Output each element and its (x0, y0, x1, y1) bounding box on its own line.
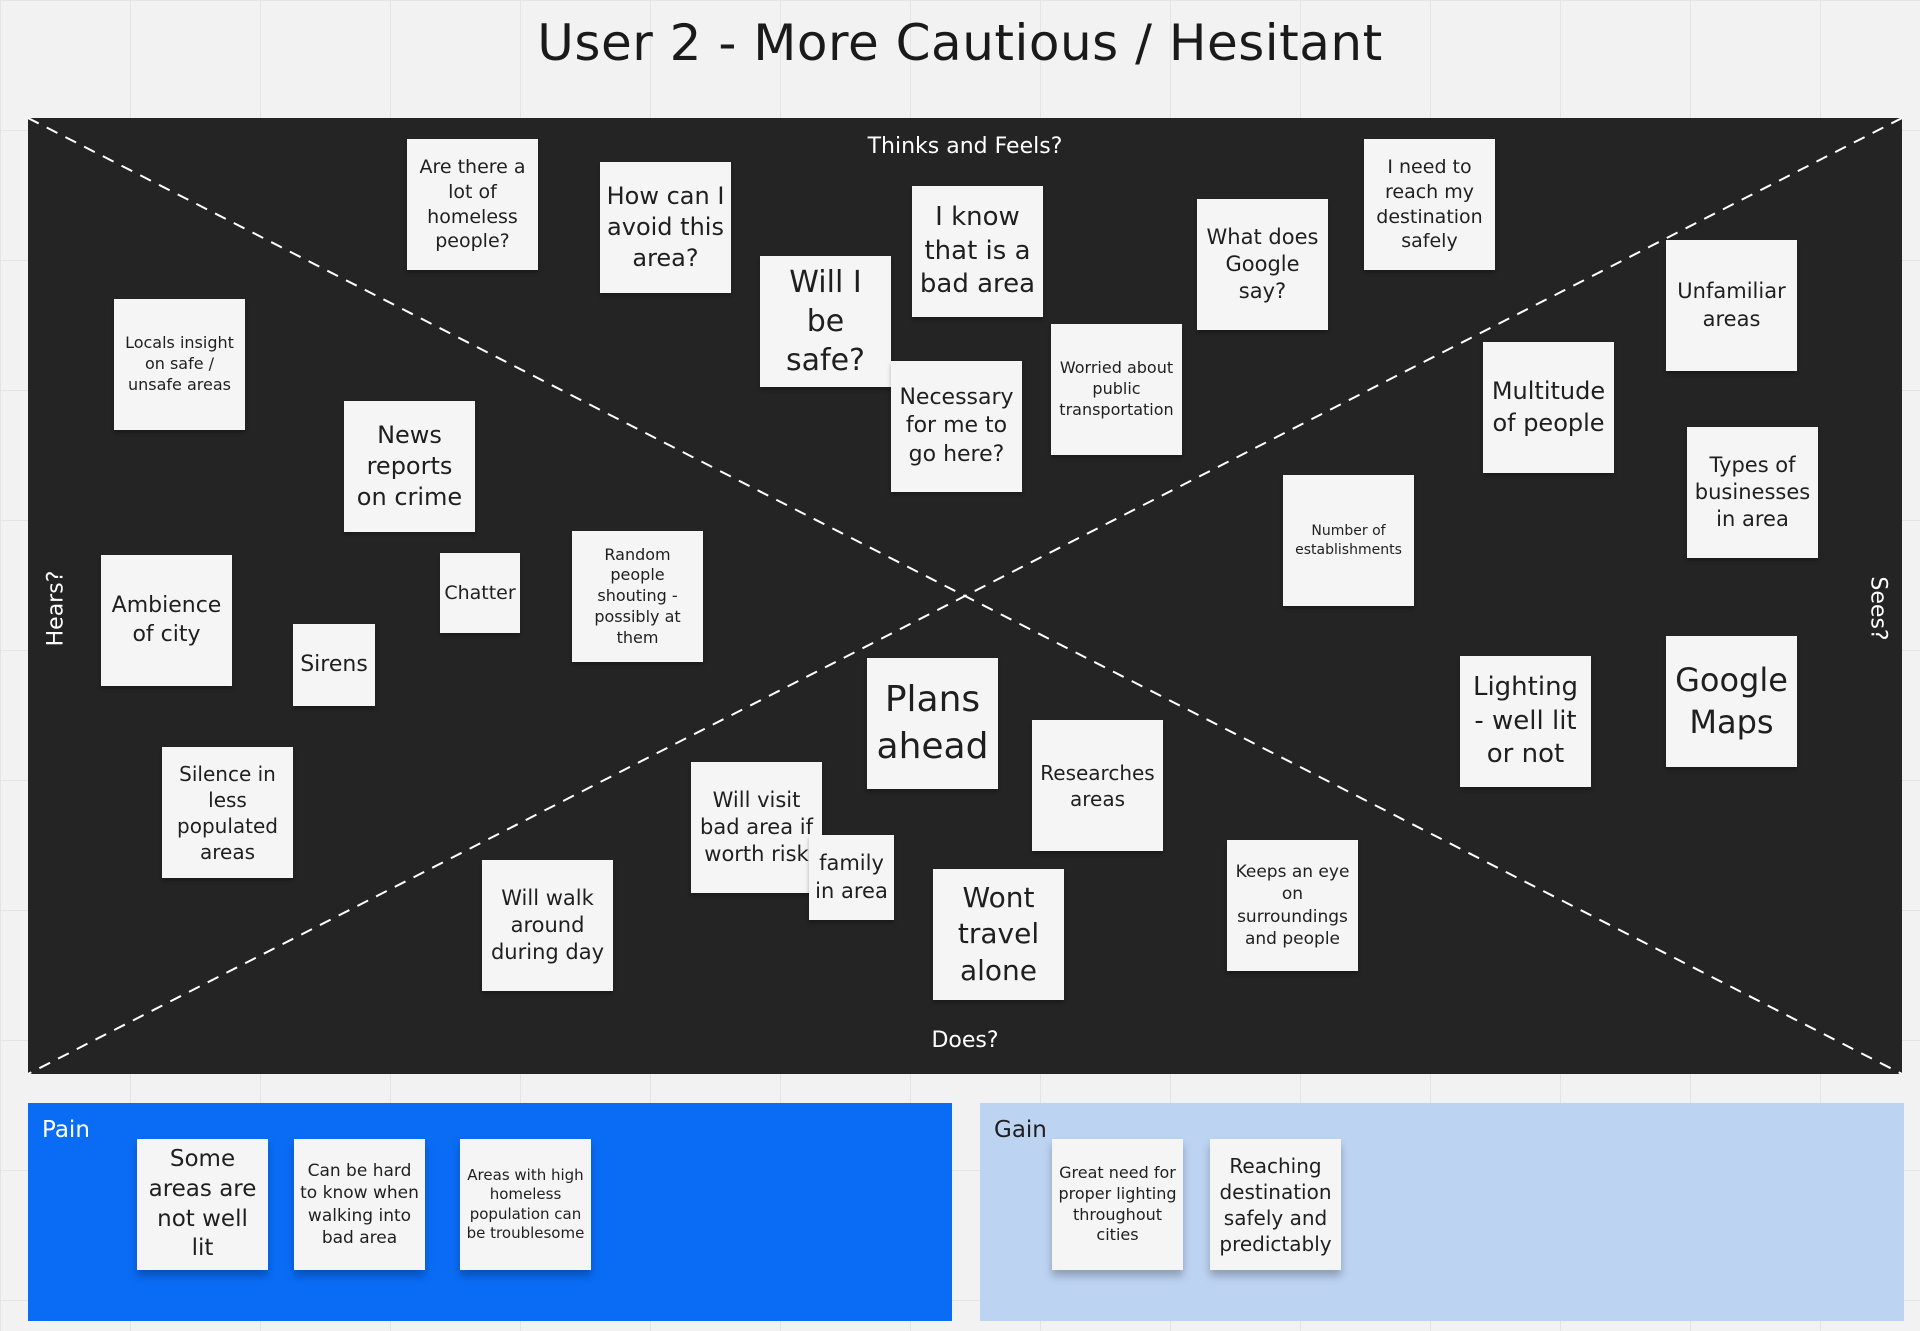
sticky-note[interactable]: How can I avoid this area? (600, 162, 731, 293)
board-title: User 2 - More Cautious / Hesitant (537, 14, 1383, 72)
pain-label: Pain (42, 1117, 90, 1143)
gain-label: Gain (994, 1117, 1047, 1143)
sticky-note[interactable]: Areas with high homeless population can … (460, 1139, 591, 1270)
sticky-note[interactable]: Great need for proper lighting throughou… (1052, 1139, 1183, 1270)
sticky-note[interactable]: Silence in less populated areas (162, 747, 293, 878)
quadrant-divider-lines (28, 118, 1902, 1074)
pain-panel: Pain Some areas are not well lit Can be … (28, 1103, 952, 1321)
sticky-note[interactable]: Types of businesses in area (1687, 427, 1818, 558)
quadrant-label-thinks-feels: Thinks and Feels? (867, 134, 1063, 159)
sticky-note[interactable]: Multitude of people (1483, 342, 1614, 473)
empathy-map: Thinks and Feels? Does? Hears? Sees? Are… (28, 118, 1902, 1074)
sticky-note[interactable]: Researches areas (1032, 720, 1163, 851)
sticky-note[interactable]: Reaching destination safely and predicta… (1210, 1139, 1341, 1270)
quadrant-label-does: Does? (931, 1028, 999, 1053)
sticky-note[interactable]: Plans ahead (867, 658, 998, 789)
sticky-note[interactable]: I need to reach my destination safely (1364, 139, 1495, 270)
sticky-note[interactable]: I know that is a bad area (912, 186, 1043, 317)
sticky-note[interactable]: Can be hard to know when walking into ba… (294, 1139, 425, 1270)
sticky-note[interactable]: Sirens (293, 624, 375, 706)
sticky-note[interactable]: Lighting - well lit or not (1460, 656, 1591, 787)
sticky-note[interactable]: News reports on crime (344, 401, 475, 532)
quadrant-label-hears: Hears? (43, 570, 69, 647)
sticky-note[interactable]: Google Maps (1666, 636, 1797, 767)
sticky-note[interactable]: Worried about public transportation (1051, 324, 1182, 455)
sticky-note[interactable]: Unfamiliar areas (1666, 240, 1797, 371)
sticky-note[interactable]: Number of establishments (1283, 475, 1414, 606)
sticky-note[interactable]: Will visit bad area if worth risk (691, 762, 822, 893)
sticky-note[interactable]: Will walk around during day (482, 860, 613, 991)
sticky-note[interactable]: Some areas are not well lit (137, 1139, 268, 1270)
sticky-note[interactable]: Locals insight on safe / unsafe areas (114, 299, 245, 430)
sticky-note[interactable]: Ambience of city (101, 555, 232, 686)
sticky-note[interactable]: Are there a lot of homeless people? (407, 139, 538, 270)
sticky-note[interactable]: Keeps an eye on surroundings and people (1227, 840, 1358, 971)
sticky-note[interactable]: Random people shouting - possibly at the… (572, 531, 703, 662)
sticky-note[interactable]: Will I be safe? (760, 256, 891, 387)
sticky-note[interactable]: Chatter (440, 553, 520, 633)
sticky-note[interactable]: family in area (809, 835, 894, 920)
sticky-note[interactable]: What does Google say? (1197, 199, 1328, 330)
quadrant-label-sees: Sees? (1865, 576, 1891, 641)
gain-panel: Gain Great need for proper lighting thro… (980, 1103, 1904, 1321)
sticky-note[interactable]: Necessary for me to go here? (891, 361, 1022, 492)
sticky-note[interactable]: Wont travel alone (933, 869, 1064, 1000)
